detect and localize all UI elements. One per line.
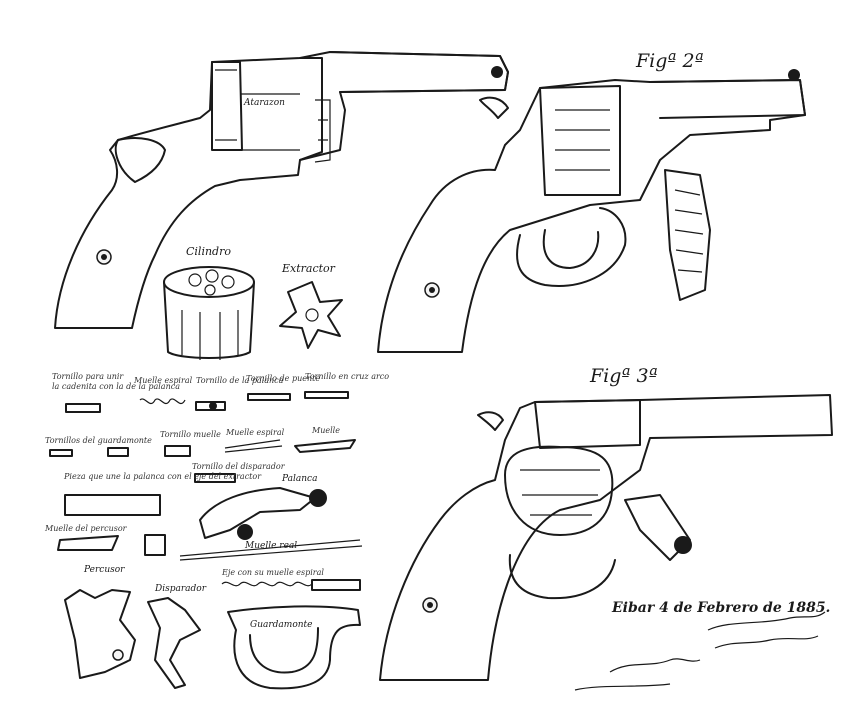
- caption-9: Muelle espiral: [226, 428, 285, 437]
- caption-1: Tornillo para unir: [52, 372, 124, 381]
- caption-7: Tornillos del guardamonte: [45, 436, 152, 445]
- percusor-label: Percusor: [84, 565, 125, 575]
- small-parts-drawings: [49, 391, 363, 690]
- atarazon-label: Atarazon: [244, 98, 285, 108]
- caption-14: Eje con su muelle espiral: [222, 568, 324, 577]
- caption-10: Muelle: [312, 426, 340, 435]
- caption-8: Tornillo muelle: [160, 430, 221, 439]
- caption-12: Tornillo del disparador: [192, 462, 285, 471]
- guardamonte-label: Guardamonte: [250, 620, 313, 630]
- muelle-real-label: Muelle real: [245, 541, 298, 551]
- caption-6: Tornillo en cruz arco: [305, 372, 390, 381]
- extractor-label: Extractor: [282, 262, 335, 275]
- fig2-revolver-drawing: [377, 69, 806, 353]
- extractor-part-drawing: [279, 281, 343, 349]
- fig3-revolver-drawing: [379, 394, 833, 681]
- cilindro-label: Cilindro: [186, 245, 231, 258]
- caption-5: Tornillo de puente: [246, 374, 321, 383]
- signature-date: Eibar 4 de Febrero de 1885.: [612, 600, 831, 616]
- fig3-label: Figª 3ª: [590, 365, 658, 387]
- fig2-label: Figª 2ª: [636, 50, 704, 72]
- caption-13: Muelle del percusor: [45, 524, 127, 533]
- caption-4: Tornillo de la palanca: [196, 376, 284, 385]
- caption-3: Muelle espiral: [134, 376, 193, 385]
- caption-2: la cadenita con la de la palanca: [52, 382, 180, 391]
- cylinder-part-drawing: [163, 266, 255, 360]
- caption-11: Pieza que une la palanca con el eje del …: [64, 472, 262, 481]
- signature-scribble: [574, 611, 826, 691]
- disparador-label: Disparador: [155, 584, 206, 594]
- palanca-label: Palanca: [282, 474, 318, 484]
- fig1-revolver-drawing: [54, 51, 509, 329]
